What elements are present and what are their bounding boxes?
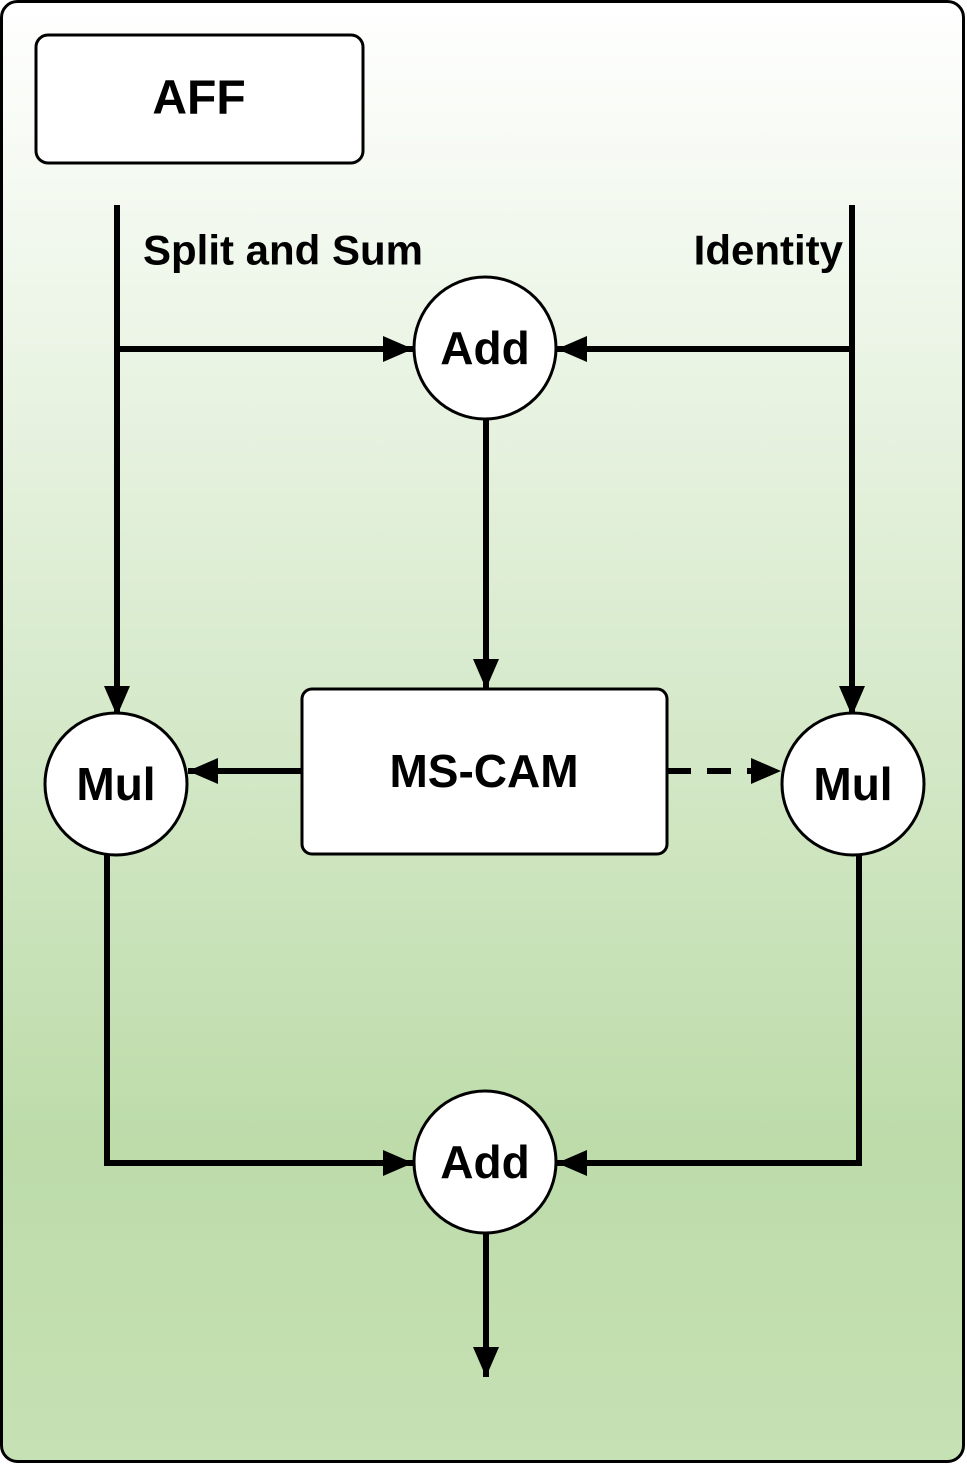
diagram-title: AFF <box>152 72 245 125</box>
arrow-mul-right-to-add-bottom <box>557 852 862 1176</box>
mul-node-right-label: Mul <box>813 758 892 810</box>
add-node-top-label: Add <box>440 322 529 374</box>
ms-cam-block: MS-CAM <box>300 687 669 856</box>
branch-label-split-and-sum: Split and Sum <box>143 227 423 274</box>
mul-node-right: Mul <box>780 711 926 857</box>
ms-cam-label: MS-CAM <box>389 745 578 797</box>
add-node-bottom: Add <box>412 1089 558 1235</box>
branch-label-identity: Identity <box>694 227 844 274</box>
connectors <box>104 205 865 1377</box>
add-node-top: Add <box>412 275 558 421</box>
add-node-bottom-label: Add <box>440 1136 529 1188</box>
mul-node-left-label: Mul <box>76 758 155 810</box>
mul-node-left: Mul <box>43 711 189 857</box>
arrow-mul-left-to-add-bottom <box>104 852 413 1176</box>
title-box: AFF <box>34 33 365 165</box>
